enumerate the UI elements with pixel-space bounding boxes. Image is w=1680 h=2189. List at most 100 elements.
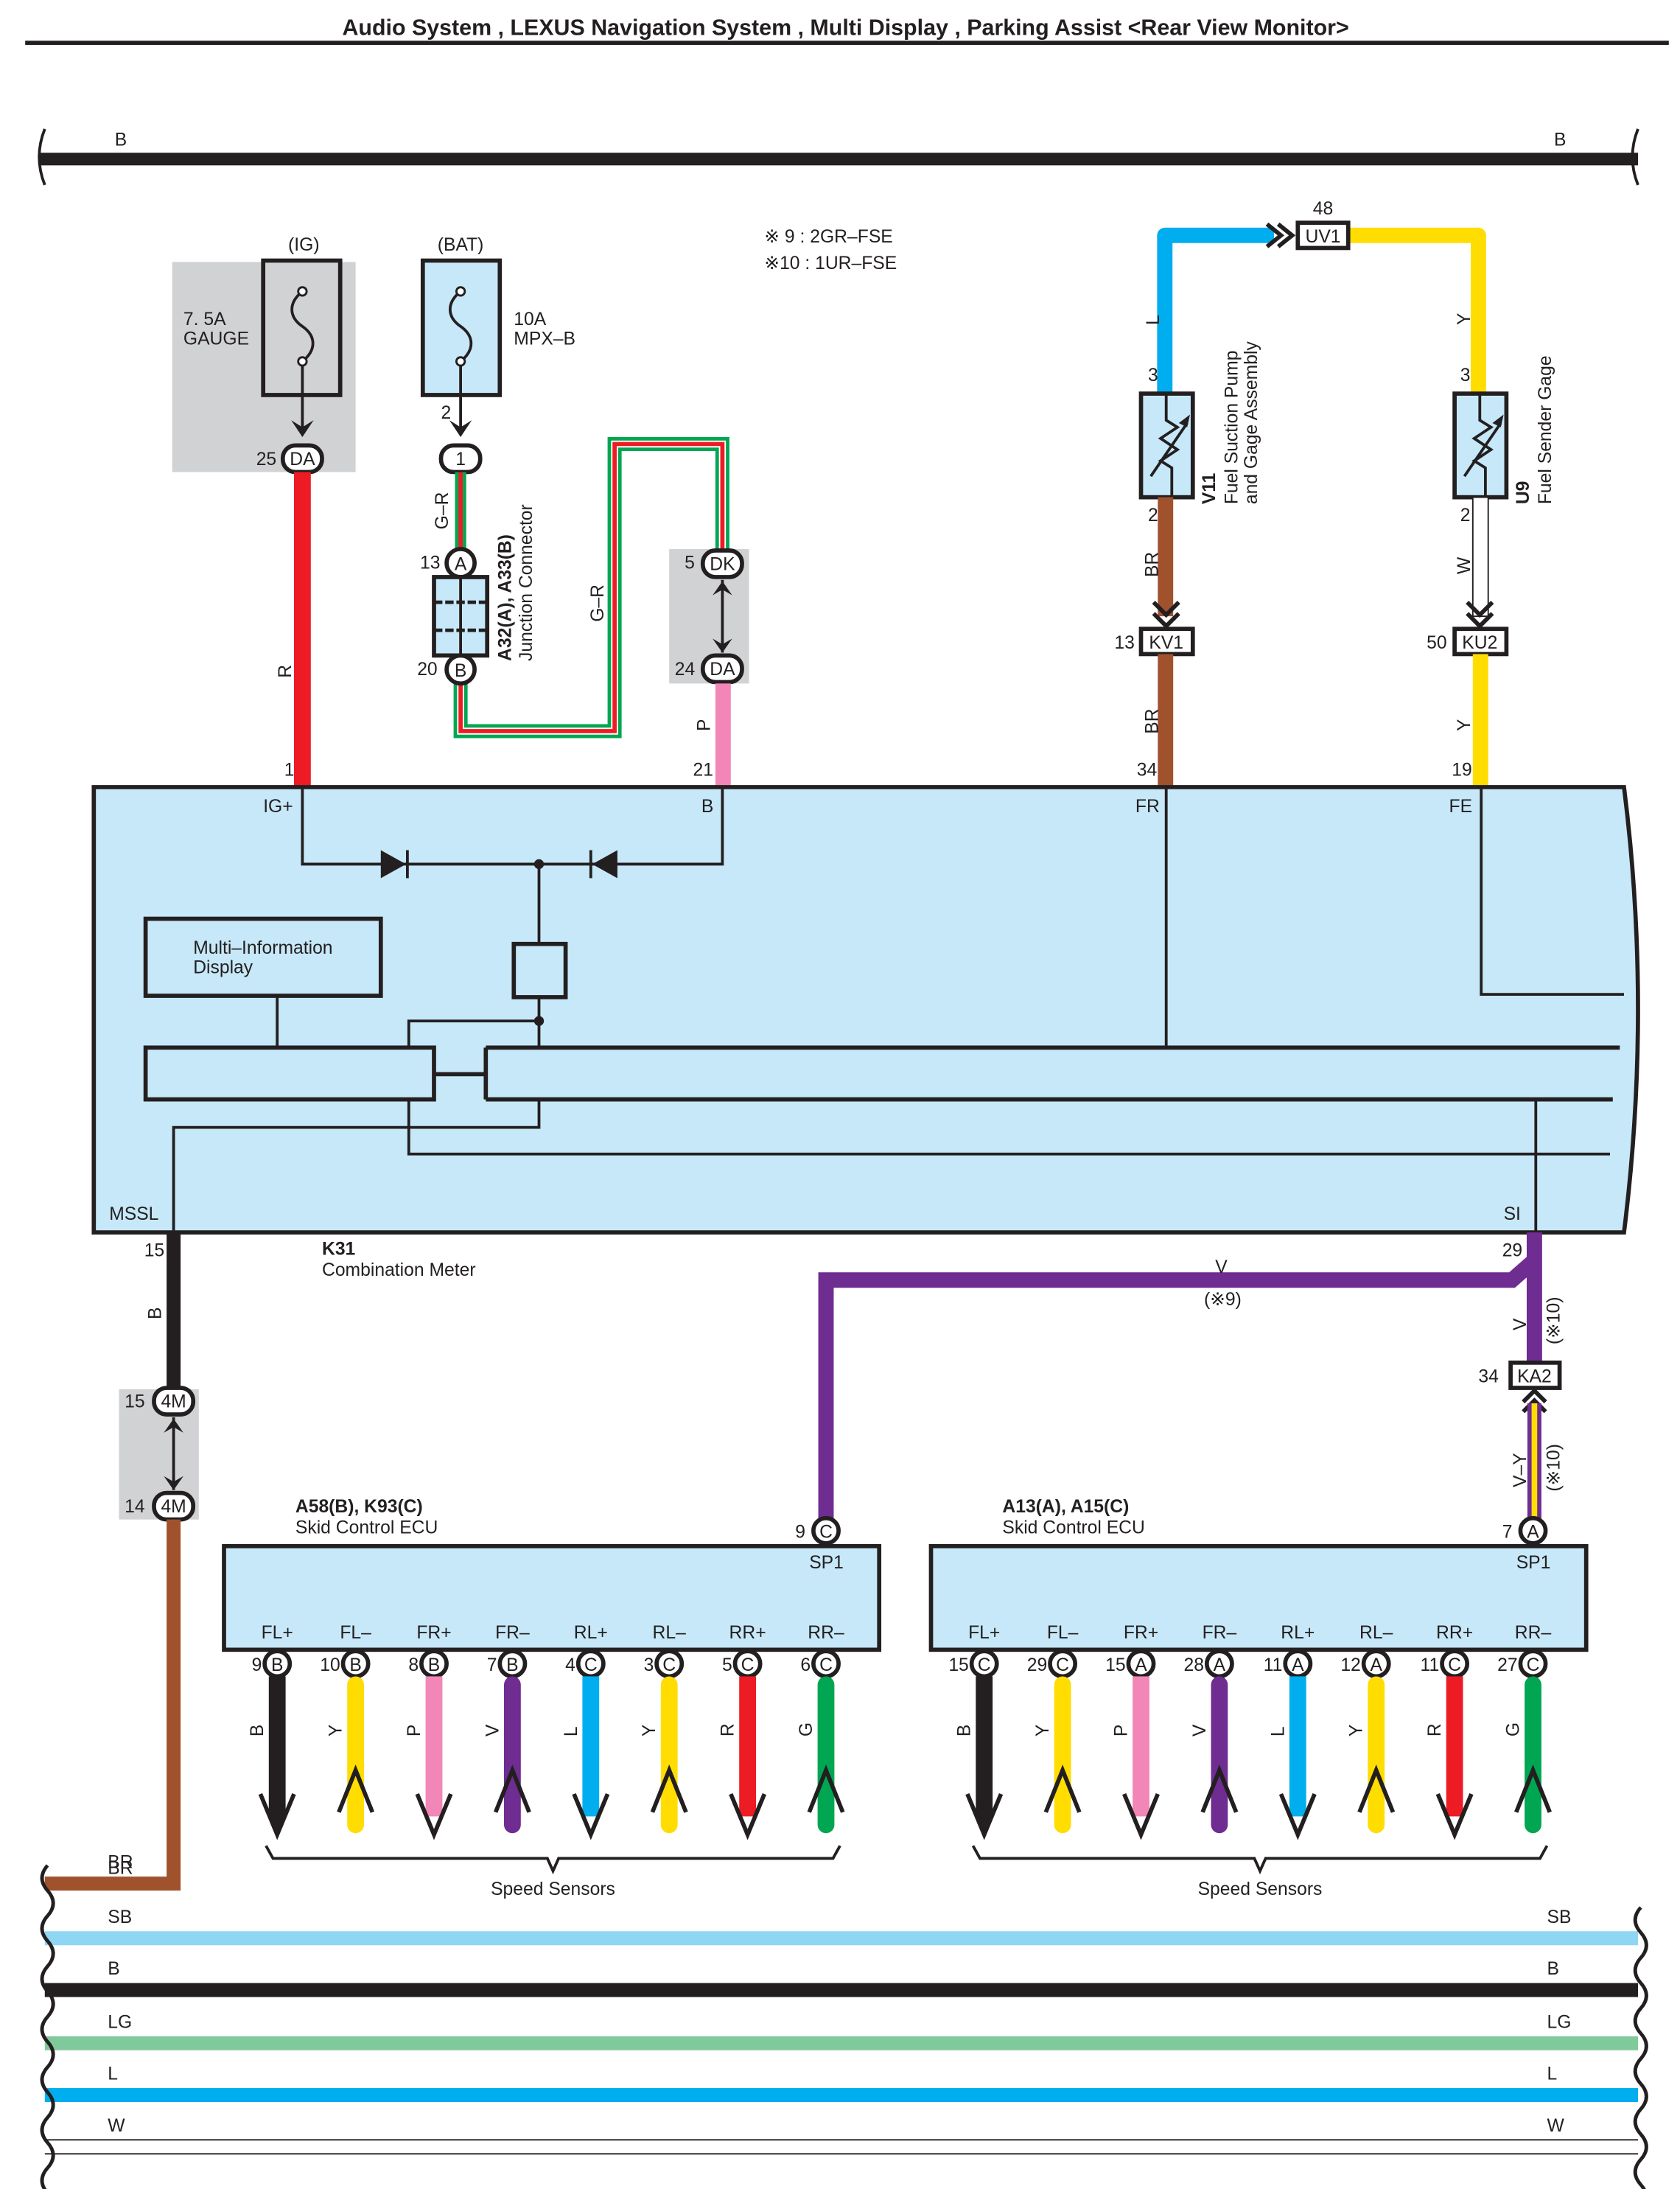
wire-color-label: G	[1504, 1722, 1524, 1736]
ecu-terminal-conn-label: C	[584, 1655, 598, 1675]
ecu-terminal-name: FL–	[1047, 1623, 1079, 1643]
fuel-circuit: 48 UV1 L Y 3 V11 Fuel Suction Pump and G…	[1114, 199, 1555, 787]
fuse-gauge-icon	[290, 290, 315, 363]
wire-g-r-label-2: G–R	[588, 584, 608, 622]
ecu-terminal-name: FL+	[262, 1623, 293, 1643]
kv1-pin: 13	[1114, 633, 1134, 653]
wire-y	[1054, 1676, 1071, 1834]
arrow-up-icon	[1514, 1764, 1552, 1813]
connector-4m-top-label: 4M	[161, 1392, 186, 1412]
ecu-sp1-terminal: SP1	[1516, 1553, 1551, 1573]
ecu-terminal-conn-label: C	[741, 1655, 755, 1675]
wire-r-ig	[294, 472, 311, 787]
connector-uv1	[1295, 220, 1351, 251]
ecu-terminal-name: FL–	[340, 1623, 371, 1643]
wire-v-y-label: V–Y	[1511, 1453, 1530, 1487]
wire-r	[1446, 1676, 1463, 1817]
u9-id: U9	[1513, 481, 1533, 505]
wire-w-label: W	[1455, 556, 1474, 574]
mssl-path: 15 B 15 4M 14 4M BR	[44, 1232, 199, 1891]
arrow-up-icon	[1043, 1764, 1082, 1813]
terminal-si: SI	[1504, 1204, 1521, 1224]
arrow-down-icon	[572, 1792, 610, 1840]
terminal-fe: FE	[1449, 797, 1473, 817]
wire-color-label: G	[797, 1722, 816, 1736]
ecu-id: A58(B), K93(C)	[295, 1497, 423, 1517]
u9-pin-top: 3	[1460, 366, 1471, 385]
wire-color-label: V	[1190, 1724, 1210, 1736]
bus-label-right: W	[1547, 2116, 1565, 2136]
fuse-mpxb-name: MPX–B	[514, 329, 575, 349]
variable-resistor-icon	[1463, 394, 1502, 498]
ecu-terminal-conn-label: A	[1135, 1655, 1147, 1675]
arrow-up-icon	[1357, 1764, 1396, 1813]
ecu-terminal-conn-label: A	[1214, 1655, 1226, 1675]
junction-pin-top: 13	[420, 554, 440, 573]
connector-da-24	[700, 653, 744, 685]
wire-v-label-h: V	[1215, 1257, 1228, 1277]
wire-y	[347, 1676, 364, 1834]
u9-name: Fuel Sender Gage	[1536, 355, 1555, 504]
ecu-terminal-name: RL+	[1281, 1623, 1315, 1643]
bus-label-left: SB	[108, 1907, 132, 1927]
arrow-down-icon	[1122, 1792, 1160, 1840]
ecu-terminal-name: RL–	[653, 1623, 687, 1643]
ka2-pin: 34	[1478, 1366, 1498, 1386]
uv1-pin: 48	[1313, 199, 1333, 219]
fuse-mpxb-source: (BAT)	[438, 235, 484, 255]
arrow-up-icon	[650, 1764, 688, 1813]
wire-br-label-2: BR	[1142, 708, 1162, 733]
wire-color-label: Y	[326, 1725, 346, 1736]
title-rule	[25, 41, 1669, 45]
junction-pin-bottom: 20	[417, 660, 437, 680]
ecu-terminal-name: FR+	[1124, 1623, 1158, 1643]
variable-resistor-icon	[1149, 394, 1189, 498]
top-bus-b: B B	[38, 128, 1639, 186]
ecu-terminal-pin: 8	[408, 1655, 419, 1675]
ecu-body	[222, 1543, 882, 1652]
ecu-terminal-conn-label: C	[1527, 1655, 1540, 1675]
wire-v-note-h: (※9)	[1204, 1290, 1242, 1310]
fuse-mpx-b: (BAT) 10A MPX–B 2 1	[420, 235, 575, 475]
ku2-pin: 50	[1427, 633, 1446, 653]
ecu-terminal-conn-label: C	[1448, 1655, 1461, 1675]
ecu-terminal-pin: 28	[1184, 1655, 1204, 1675]
bus-label-left: W	[108, 2116, 125, 2136]
terminal-mssl: MSSL	[109, 1204, 158, 1224]
connector-da-25-label: DA	[290, 450, 315, 469]
ecu-sp1-conn-label: A	[1527, 1522, 1539, 1542]
si-path: 29 V (※9) V (※10) 34 KA2 V–Y (※10)	[818, 1232, 1564, 1521]
connector-1-label: 1	[455, 450, 466, 469]
mid-label-1: Multi–Information	[193, 938, 332, 958]
ecu-terminal-name: FR–	[495, 1623, 530, 1643]
ecu-terminal-name: RR+	[729, 1623, 766, 1643]
meter-pin-b: 21	[693, 761, 713, 781]
combination-meter: 1 21 34 19 IG+ B FR FE MSSL SI Multi–Inf…	[91, 761, 1640, 1280]
connector-ka2-label: KA2	[1517, 1366, 1552, 1386]
connector-da-24-label: DA	[710, 660, 735, 680]
ecu-sp1-pin: 7	[1502, 1522, 1513, 1542]
junction-name: Junction Connector	[517, 504, 536, 661]
meter-pin-mssl: 15	[144, 1240, 164, 1260]
wire-v-note-v: (※10)	[1544, 1297, 1564, 1345]
ecu-terminal-conn-label: B	[428, 1655, 440, 1675]
fuse-gauge-name: GAUGE	[183, 329, 249, 349]
wire-b	[976, 1676, 993, 1817]
junction-connector: 13 A 20 B A32(A), A33(B) Junction Connec…	[417, 504, 536, 686]
ecu-sp1-terminal: SP1	[809, 1553, 844, 1573]
meter-pin-ig: 1	[284, 761, 295, 781]
terminal-b: B	[701, 797, 713, 817]
v11-id: V11	[1200, 472, 1219, 504]
ecu-terminal-conn-label: C	[662, 1655, 676, 1675]
ecu-terminal-name: RR+	[1436, 1623, 1473, 1643]
connector-dk	[700, 548, 744, 579]
arrow-up-icon	[1200, 1764, 1239, 1813]
junction-id: A32(A), A33(B)	[496, 534, 516, 661]
